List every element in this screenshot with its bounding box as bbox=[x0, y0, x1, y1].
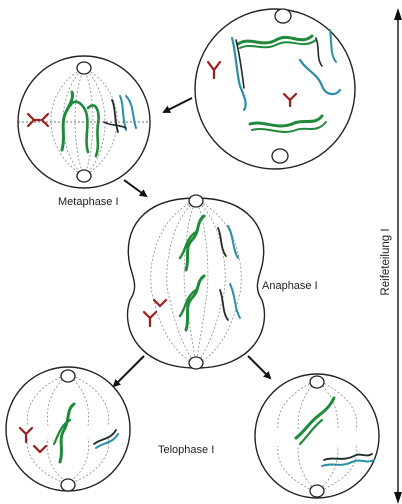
metaphase-label: Metaphase I bbox=[58, 196, 119, 208]
prophase-cell bbox=[194, 8, 356, 170]
telophase-cell-left bbox=[5, 366, 131, 492]
process-label: Reifeteilung I bbox=[380, 228, 392, 296]
centriole-pair bbox=[18, 426, 48, 454]
centrosome-icon bbox=[188, 356, 204, 370]
centrosome-icon bbox=[309, 375, 325, 389]
centrosome-icon bbox=[76, 61, 92, 75]
arrow-icon bbox=[112, 355, 145, 388]
anaphase-cell bbox=[126, 194, 266, 370]
centrosome-icon bbox=[188, 194, 204, 208]
centriole-pair bbox=[206, 60, 298, 108]
anaphase-label: Anaphase I bbox=[262, 280, 318, 292]
arrow-icon bbox=[162, 97, 193, 113]
metaphase-cell bbox=[17, 55, 151, 189]
arrow-icon bbox=[247, 355, 272, 380]
centriole-pair bbox=[142, 298, 168, 328]
centrosome-icon bbox=[271, 148, 289, 164]
centriole-pair bbox=[26, 112, 50, 128]
centrosome-icon bbox=[274, 8, 292, 24]
centrosome-icon bbox=[76, 169, 92, 183]
centrosome-icon bbox=[60, 369, 76, 383]
centrosome-icon bbox=[309, 484, 325, 498]
centrosome-icon bbox=[60, 478, 76, 492]
double-arrow-icon bbox=[394, 8, 402, 504]
arrow-icon bbox=[123, 179, 148, 198]
telophase-label: Telophase I bbox=[158, 444, 215, 456]
telophase-cell-right bbox=[254, 373, 380, 499]
